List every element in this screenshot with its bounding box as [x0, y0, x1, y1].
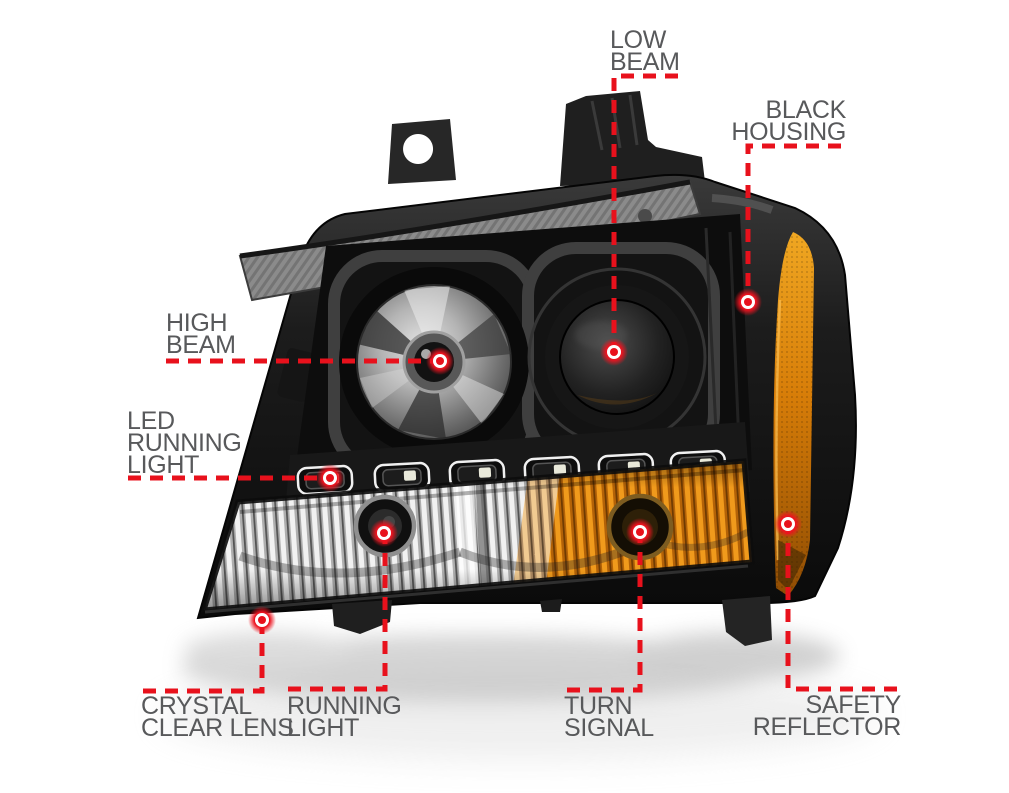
callout-dot-turn-signal: [626, 518, 654, 546]
callout-line-crystal-clear-lens: [143, 627, 265, 694]
floor-reflection: [160, 632, 880, 760]
callout-dot-running-light: [370, 519, 398, 547]
label-led-running-light: LED RUNNING LIGHT: [127, 407, 242, 479]
callout-line-turn-signal: [567, 540, 643, 693]
callout-dot-black-housing: [734, 288, 762, 316]
led-module: [373, 461, 431, 493]
callout-line-running-light: [288, 541, 388, 692]
label-low-beam: LOW BEAM: [610, 26, 680, 76]
callout-line-black-housing: [745, 143, 841, 297]
callout-dot-safety-reflector: [774, 510, 802, 538]
callout-dots: [248, 288, 802, 634]
label-high-beam: HIGH BEAM: [166, 309, 236, 359]
label-turn-signal: TURN SIGNAL: [564, 692, 654, 742]
callout-line-low-beam: [611, 73, 678, 347]
label-black-housing: BLACK HOUSING: [731, 96, 846, 146]
safety-reflector-strip: [773, 232, 814, 596]
mounting-tab-left: [388, 119, 456, 184]
callout-dot-led-running-light: [316, 464, 344, 492]
bottom-mounting-feet: [332, 596, 772, 646]
mounting-tab-center: [560, 91, 705, 186]
label-running-light: RUNNING LIGHT: [287, 692, 402, 742]
label-safety-reflector: SAFETY REFLECTOR: [752, 691, 902, 741]
callout-dot-crystal-clear-lens: [248, 606, 276, 634]
callout-dot-low-beam: [600, 338, 628, 366]
callout-dot-high-beam: [426, 347, 454, 375]
callout-lines: [128, 73, 897, 694]
label-crystal-clear-lens: CRYSTAL CLEAR LENS: [141, 692, 294, 742]
